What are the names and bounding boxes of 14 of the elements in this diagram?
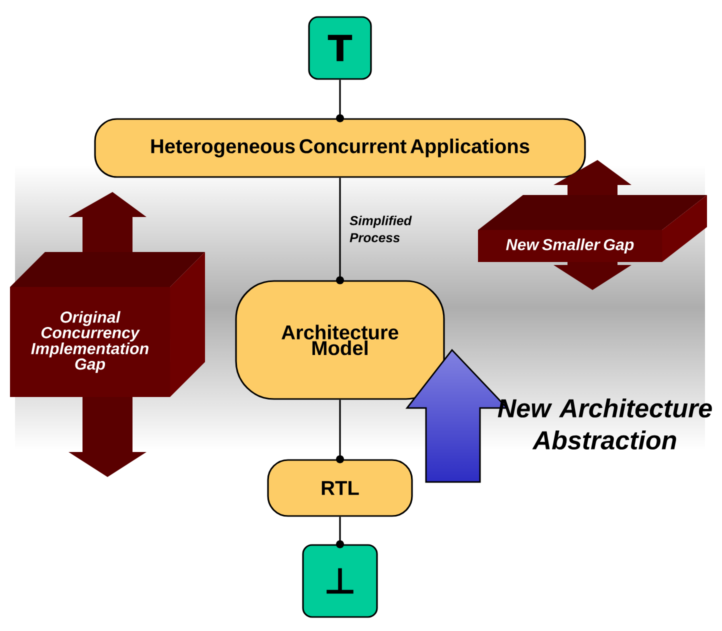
process-box: RTL: [267, 459, 413, 517]
edge-label: Simplified Process: [350, 216, 412, 242]
terminal-box: T: [308, 16, 372, 80]
annotation-text: New Architecture Abstraction: [498, 398, 712, 450]
gap-block-drawing: Original Concurrency Implementation Gap: [10, 192, 205, 477]
terminal-box: ⊥: [302, 544, 378, 618]
gap-block-drawing: New Smaller Gap: [478, 160, 707, 290]
process-box: Architecture Model: [235, 280, 445, 400]
connector: [336, 400, 344, 464]
node-label: New Smaller Gap: [506, 238, 634, 254]
process-box: Heterogeneous Concurrent Applications: [94, 118, 586, 178]
connector: [336, 80, 344, 122]
connector: [336, 178, 344, 284]
connector: [336, 516, 344, 548]
